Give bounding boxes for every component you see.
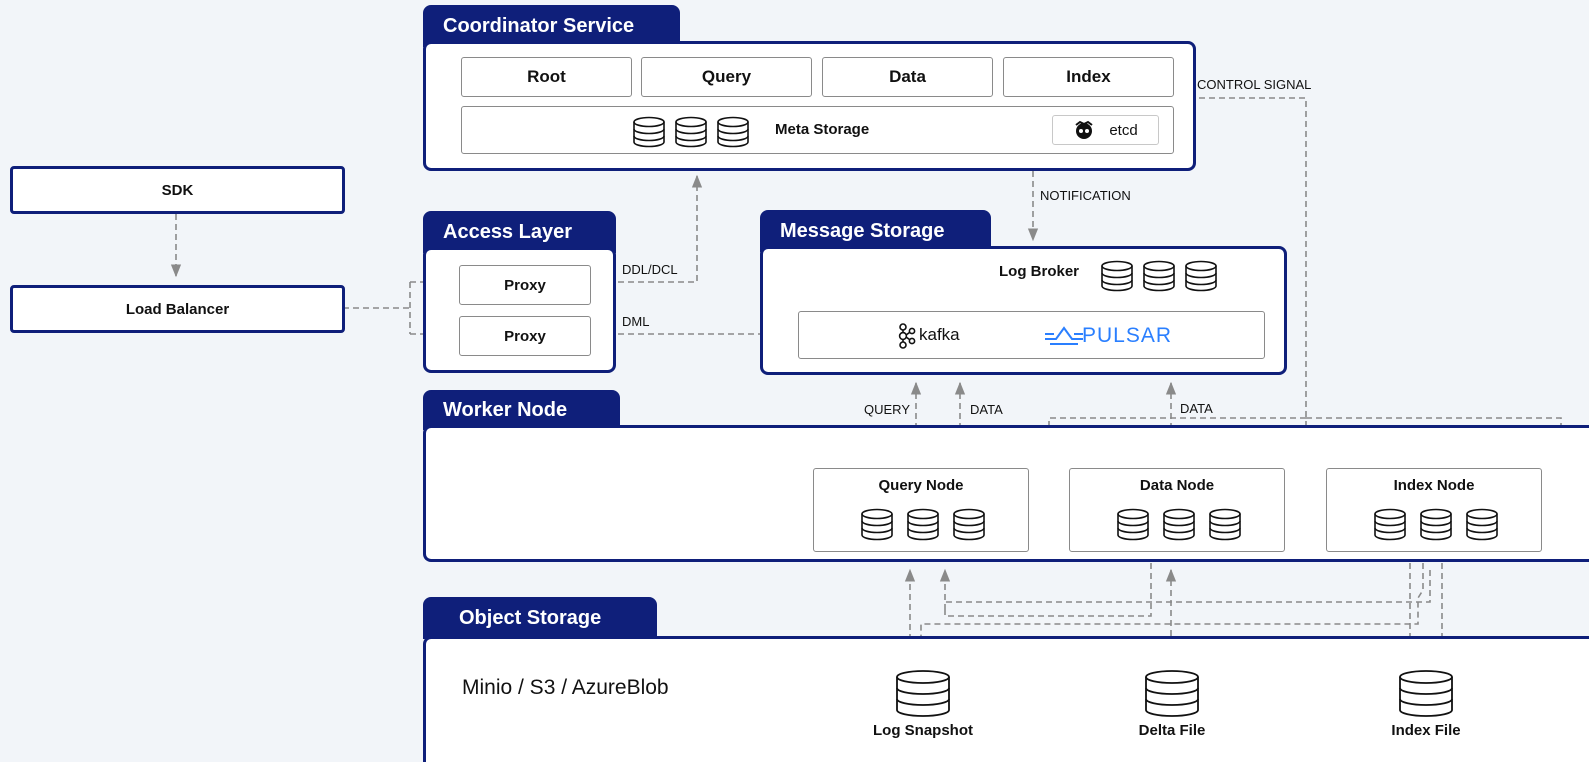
data-edge-label-1: DATA <box>970 402 1003 417</box>
object-storage-panel: Minio / S3 / AzureBlob <box>423 636 1589 762</box>
meta-storage-label: Meta Storage <box>775 121 870 138</box>
proxy-box-1: Proxy <box>459 265 591 305</box>
message-storage-title: Message Storage <box>780 219 945 242</box>
data-edge-label-2: DATA <box>1180 401 1213 416</box>
access-layer-panel: Proxy Proxy <box>423 247 616 373</box>
query-edge-label: QUERY <box>864 402 910 417</box>
pulsar-label: PULSAR <box>1082 324 1173 347</box>
database-icon <box>1117 508 1241 541</box>
control-signal-label: CONTROL SIGNAL <box>1197 77 1312 92</box>
kafka-label: kafka <box>919 325 960 344</box>
access-layer-tab: Access Layer <box>423 211 616 253</box>
pulsar-icon <box>1045 326 1083 345</box>
access-layer-title: Access Layer <box>443 220 572 243</box>
meta-storage-box: Meta Storage etcd <box>461 106 1174 154</box>
coordinator-service-title: Coordinator Service <box>443 14 635 37</box>
coordinator-index-label: Index <box>1066 67 1111 86</box>
message-storage-panel: Log Broker kafka PULSAR <box>760 246 1287 375</box>
delta-file-icon <box>1145 670 1199 717</box>
query-node-label: Query Node <box>878 477 964 494</box>
log-snapshot-icon <box>896 670 950 717</box>
coordinator-index: Index <box>1003 57 1174 97</box>
log-broker-label: Log Broker <box>999 263 1080 280</box>
worker-node-title: Worker Node <box>443 398 568 421</box>
coordinator-data: Data <box>822 57 993 97</box>
coordinator-query: Query <box>641 57 812 97</box>
etcd-badge: etcd <box>1052 115 1159 145</box>
database-icon <box>633 116 749 148</box>
etcd-icon <box>1075 120 1093 139</box>
index-node-box: Index Node <box>1326 468 1542 552</box>
delta-file-label: Delta File <box>1138 722 1206 739</box>
coordinator-root: Root <box>461 57 632 97</box>
worker-node-tab: Worker Node <box>423 390 620 430</box>
kafka-icon <box>898 323 916 349</box>
worker-node-panel: Query Node Data Node Index Node <box>423 425 1589 562</box>
load-balancer-label: Load Balancer <box>125 300 230 318</box>
object-storage-backends: Minio / S3 / AzureBlob <box>462 676 669 699</box>
object-storage-tab: Object Storage <box>423 597 657 639</box>
data-node-label: Data Node <box>1139 477 1215 494</box>
log-snapshot-label: Log Snapshot <box>873 722 973 739</box>
query-node-box: Query Node <box>813 468 1029 552</box>
coordinator-data-label: Data <box>889 67 926 86</box>
message-storage-tab: Message Storage <box>760 210 991 252</box>
load-balancer-box: Load Balancer <box>10 285 345 333</box>
index-file-label: Index File <box>1391 722 1461 739</box>
data-node-box: Data Node <box>1069 468 1285 552</box>
proxy-box-2: Proxy <box>459 316 591 356</box>
sdk-label: SDK <box>161 181 194 199</box>
coordinator-service-tab: Coordinator Service <box>423 5 680 47</box>
index-file-icon <box>1399 670 1453 717</box>
etcd-label: etcd <box>1109 121 1138 139</box>
proxy-label-2: Proxy <box>504 327 546 345</box>
coordinator-root-label: Root <box>527 67 566 86</box>
proxy-label-1: Proxy <box>504 276 546 294</box>
coordinator-service-panel: Root Query Data Index <box>423 41 1196 171</box>
index-node-label: Index Node <box>1393 477 1475 494</box>
database-icon <box>861 508 985 541</box>
dml-label: DML <box>622 314 650 329</box>
notification-label: NOTIFICATION <box>1040 188 1131 203</box>
lb-to-proxy-arrows <box>343 282 411 334</box>
coordinator-query-label: Query <box>701 67 752 86</box>
database-icon <box>1374 508 1498 541</box>
queue-backends-box: kafka PULSAR <box>798 311 1265 359</box>
ddl-dcl-label: DDL/DCL <box>622 262 678 277</box>
database-icon <box>1101 260 1217 292</box>
object-storage-title: Object Storage <box>459 606 602 629</box>
sdk-box: SDK <box>10 166 345 214</box>
